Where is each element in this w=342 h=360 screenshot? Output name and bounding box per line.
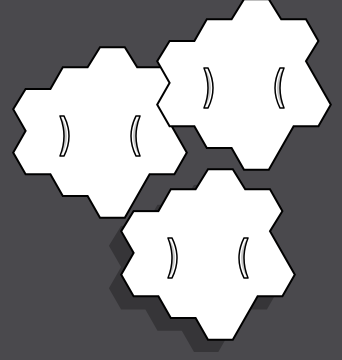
puzzle-piece-left-body (13, 47, 187, 218)
puzzle-piece-top-right-body (157, 0, 331, 170)
puzzle-piece-left[interactable] (13, 47, 187, 218)
puzzle-piece-bottom[interactable] (121, 169, 295, 340)
puzzle-piece-top-right[interactable] (157, 0, 331, 170)
piece-layer (13, 0, 331, 340)
puzzle-piece-bottom-body (121, 169, 295, 340)
